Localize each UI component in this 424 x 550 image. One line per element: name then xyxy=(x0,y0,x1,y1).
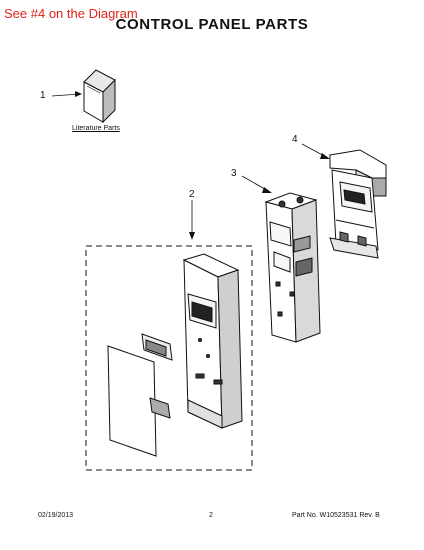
literature-parts-label: Literature Parts xyxy=(72,125,120,132)
footer-part-number: Part No. W10523531 Rev. B xyxy=(292,512,380,519)
trim-clip xyxy=(149,397,171,419)
footer-date: 02/19/2013 xyxy=(38,512,74,519)
diagram-reference-note: See #4 on the Diagram xyxy=(4,6,138,21)
display-window xyxy=(141,333,173,361)
footer-page-number: 2 xyxy=(209,512,213,519)
control-circuit-board xyxy=(264,192,321,343)
assembly-dashed-box xyxy=(85,245,253,471)
control-bracket xyxy=(329,149,387,259)
callout-4: 4 xyxy=(292,134,298,145)
callout-2: 2 xyxy=(189,189,195,200)
page-title: CONTROL PANEL PARTS xyxy=(115,16,309,33)
control-panel-frame xyxy=(182,253,243,429)
callout-3: 3 xyxy=(231,168,237,179)
membrane-overlay xyxy=(107,345,157,457)
literature-booklet xyxy=(83,69,116,124)
callout-1: 1 xyxy=(40,90,46,101)
